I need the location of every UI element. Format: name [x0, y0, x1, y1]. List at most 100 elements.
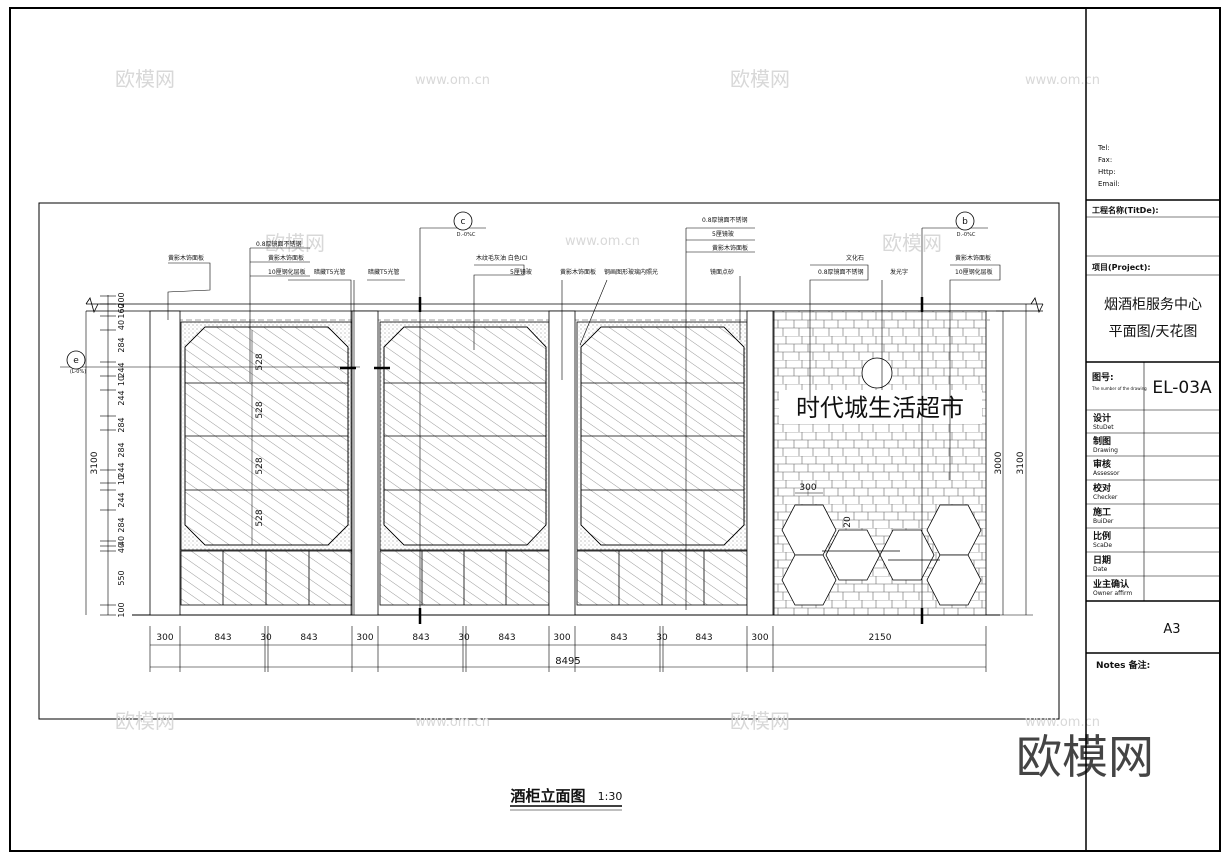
dim-left: 200 [117, 292, 126, 307]
dim-left-total: 3100 [90, 451, 100, 474]
project-name-label: 工程名称(TitDe): [1092, 205, 1159, 215]
dim-total: 8495 [555, 656, 580, 667]
cabinet-module-1 [149, 310, 353, 616]
dim-bottom: 30 [458, 633, 470, 643]
label-sand-mirror: 镜面点砂 [710, 268, 734, 276]
dim-left: 284 [117, 417, 126, 432]
cabinet-module-3 [548, 310, 774, 616]
watermark-brand: 欧模网 [115, 67, 175, 91]
drawing-no-sub: The number of the drawing [1091, 386, 1147, 391]
watermark-site: www.om.cn [565, 234, 640, 249]
watermark-brand: 欧模网 [730, 67, 790, 91]
tb-row-en: ScaDe [1093, 542, 1112, 549]
contact-http: Http: [1098, 168, 1116, 176]
dim-bottom: 843 [695, 633, 712, 643]
dim-hex-gap: 20 [843, 516, 853, 528]
dim-left: 244 [117, 462, 126, 477]
callout-e: e (L-0%) [60, 350, 360, 375]
label-mirror-glass: 5厘镜玻 [712, 230, 734, 238]
label-stainless: 0.8厚镜面不锈钢 [256, 240, 302, 248]
dim-bottom: 843 [300, 633, 317, 643]
dim-bottom: 300 [751, 633, 768, 643]
callout-b: b D.-0%C [921, 211, 988, 615]
dim-left: 244 [117, 362, 126, 377]
dim-left: 40 [117, 543, 126, 553]
dim-left: 284 [117, 517, 126, 532]
callout-id: c [461, 217, 466, 227]
label-wood-veneer: 黄影木饰面板 [268, 254, 304, 262]
label-stainless: 0.8厚镜面不锈钢 [818, 268, 864, 276]
dim-bottom: 843 [498, 633, 515, 643]
watermark-brand: 欧模网 [730, 709, 790, 733]
watermark-site: www.om.cn [1025, 715, 1100, 730]
label-glass-shelf: 10厘钢化层板 [268, 268, 306, 276]
watermark-big: 欧模网 [1016, 730, 1154, 784]
sheet-border [9, 7, 1221, 852]
project-label: 项目(Project): [1092, 263, 1151, 272]
watermark-brand: 欧模网 [882, 231, 942, 255]
cabinet-module-2 [351, 310, 550, 616]
tb-row-en: Drawing [1093, 447, 1118, 454]
tb-row-cn: 比例 [1093, 530, 1111, 542]
watermarks: 欧模网 www.om.cn 欧模网 www.om.cn 欧模网 www.om.c… [115, 67, 1100, 733]
dim-bottom: 843 [610, 633, 627, 643]
contact-tel: Tel: [1097, 144, 1110, 152]
label-t5-light: 暗藏T5光管 [314, 268, 345, 276]
drawing-no-label: 图号: [1092, 372, 1114, 383]
callout-id: e [73, 356, 79, 366]
label-luminous-letters: 发光字 [890, 268, 908, 276]
callout-ref: D.-0%C [457, 232, 476, 238]
dim-528: 528 [255, 401, 265, 418]
paper-size: A3 [1163, 622, 1180, 637]
tb-row-cn: 校对 [1093, 482, 1111, 494]
tb-row-cn: 制图 [1093, 435, 1111, 447]
dim-left: 244 [117, 492, 126, 507]
tb-row-cn: 施工 [1093, 506, 1111, 518]
dim-right-inner: 3000 [994, 451, 1004, 474]
dim-left: 10 [117, 376, 126, 386]
dim-hex-width: 300 [799, 483, 816, 493]
tb-row-en: Date [1093, 566, 1108, 573]
label-wood-veneer: 黄影木饰面板 [168, 254, 204, 262]
tb-row-en: Checker [1093, 494, 1118, 501]
drawing-scale: 1:30 [598, 790, 623, 803]
dim-528: 528 [255, 509, 265, 526]
dim-left: 10 [117, 475, 126, 485]
contact-fax: Fax: [1098, 156, 1112, 164]
drawing-title-text: 酒柜立面图 [510, 787, 585, 805]
drawing-frame [38, 202, 1060, 720]
tb-row-en: BuiDer [1093, 518, 1114, 525]
watermark-site: www.om.cn [415, 73, 490, 88]
tb-row-cn: 审核 [1093, 458, 1111, 470]
tb-row-cn: 日期 [1093, 554, 1111, 566]
dim-left: 284 [117, 442, 126, 457]
callout-c: c D.-0%C [419, 211, 486, 615]
dim-528: 528 [255, 457, 265, 474]
dim-528: 528 [255, 353, 265, 370]
dim-right-total: 3100 [1016, 451, 1026, 474]
title-block: Tel: Fax: Http: Email: 工程名称(TitDe): 项目(P… [1085, 8, 1220, 851]
label-glass-shelf: 10厘钢化层板 [955, 268, 993, 276]
dim-bottom: 2150 [869, 633, 892, 643]
label-mirror-glass: 5厘镜玻 [510, 268, 532, 276]
watermark-brand: 欧模网 [115, 709, 175, 733]
contact-email: Email: [1098, 180, 1120, 188]
tb-row-en: StuDet [1093, 424, 1114, 431]
inner-dimensions: 528 528 528 528 300 20 [251, 330, 853, 545]
dim-bottom: 30 [656, 633, 668, 643]
right-dimensions: 3000 3100 [994, 304, 1033, 616]
callout-ref: D.-0%C [957, 232, 976, 238]
label-stainless: 0.8厚镜面不锈钢 [702, 216, 748, 224]
dim-bottom: 300 [553, 633, 570, 643]
watermark-site: www.om.cn [415, 715, 490, 730]
callout-id: b [962, 217, 968, 227]
title-block-rows: 设计StuDet制图Drawing审核Assessor校对Checker施工Bu… [1093, 412, 1132, 597]
label-t5-light: 暗藏T5光管 [368, 268, 399, 276]
dim-left: 160 [117, 303, 126, 318]
label-wood-veneer: 黄影木饰面板 [955, 254, 991, 262]
tb-row-en: Owner affirm [1093, 590, 1132, 597]
dim-left: 244 [117, 390, 126, 405]
drawing-number: EL-03A [1152, 378, 1212, 398]
